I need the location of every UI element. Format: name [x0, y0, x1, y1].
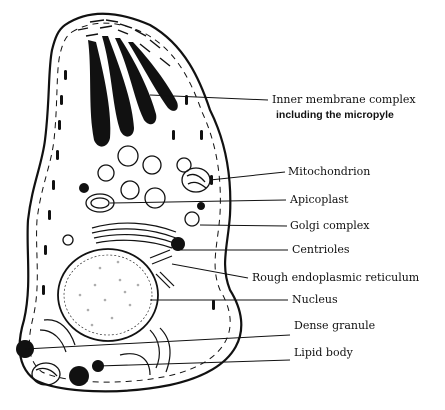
- label-centrioles: Centrioles: [292, 244, 350, 256]
- leader-lines: [25, 95, 290, 366]
- label-micropyle-note: including the micropyle: [276, 109, 394, 121]
- centrioles: [150, 250, 174, 288]
- golgi-complex: [92, 223, 176, 248]
- dense-granules: [63, 146, 199, 245]
- nucleus: [58, 249, 158, 341]
- label-mitochondrion: Mitochondrion: [288, 166, 370, 178]
- label-lipid-body: Lipid body: [294, 347, 353, 359]
- label-nucleus: Nucleus: [292, 294, 338, 306]
- label-rough-er: Rough endoplasmic reticulum: [252, 272, 419, 284]
- label-apicoplast: Apicoplast: [290, 194, 348, 206]
- label-dense-granule: Dense granule: [294, 320, 375, 332]
- label-golgi-complex: Golgi complex: [290, 220, 369, 232]
- lipid-bodies: [16, 183, 205, 386]
- label-inner-membrane-complex: Inner membrane complex: [272, 94, 416, 106]
- apicoplast: [86, 194, 114, 212]
- mitochondrion: [182, 168, 210, 192]
- mitochondrion: [32, 363, 60, 385]
